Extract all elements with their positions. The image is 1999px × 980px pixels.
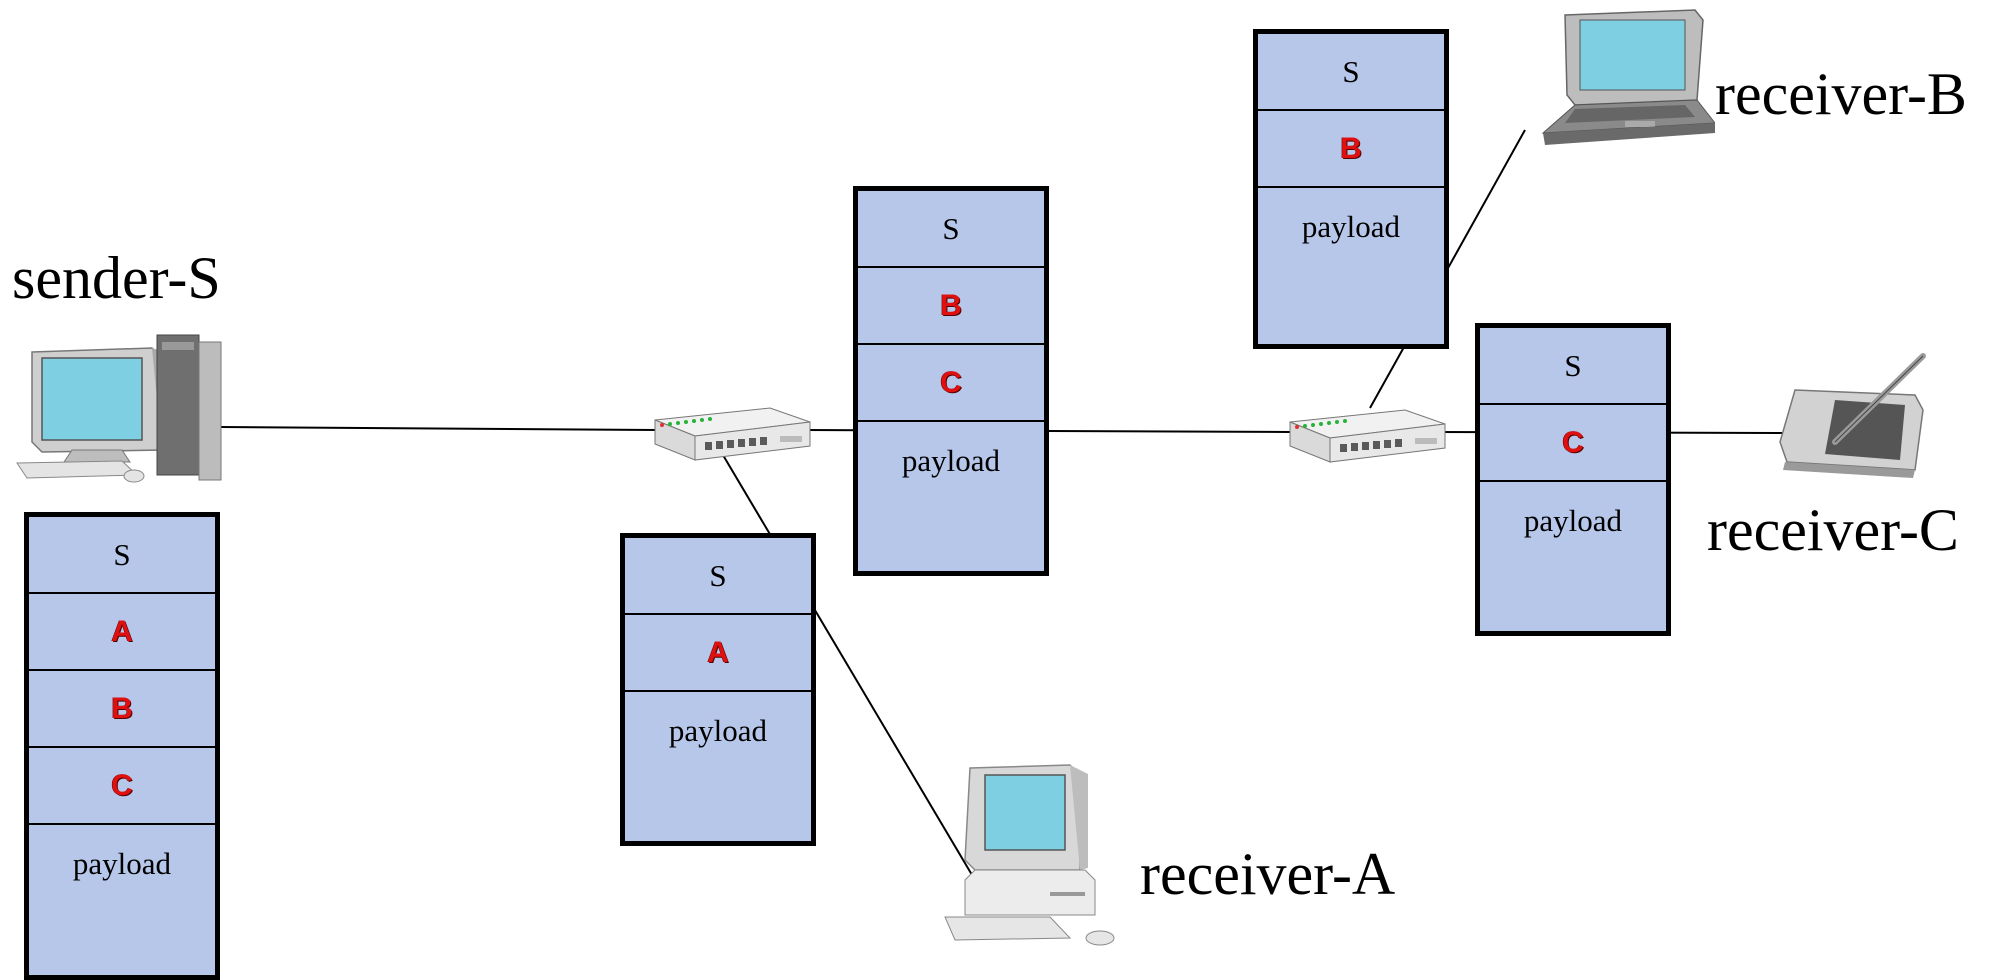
packet-to-receiver-b: S B payload — [1253, 29, 1449, 349]
packet-between-routers: S B C payload — [853, 186, 1049, 576]
router-icon — [1289, 409, 1446, 463]
payload-cell: payload — [901, 442, 1001, 478]
payload-cell: payload — [1301, 208, 1401, 244]
receiver-c-label: receiver-C — [1707, 497, 1959, 563]
packet-to-receiver-c: S C payload — [1475, 323, 1671, 636]
packet-to-receiver-a: S A payload — [620, 533, 816, 846]
payload-cell: payload — [668, 712, 768, 748]
router-icon — [654, 407, 811, 461]
source-address-cell: S — [29, 517, 215, 594]
desktop-computer-icon — [16, 334, 222, 483]
receiver-b-label: receiver-B — [1715, 61, 1967, 127]
destination-address-cell: B — [29, 671, 215, 748]
payload-cell: payload — [1523, 502, 1623, 538]
payload-cell: payload — [72, 845, 172, 881]
destination-address-cell: B — [858, 268, 1044, 345]
destination-address-cell: A — [29, 594, 215, 671]
desktop-computer-icon — [944, 764, 1115, 946]
source-address-cell: S — [858, 191, 1044, 268]
source-address-cell: S — [1258, 34, 1444, 111]
destination-address-cell: B — [1258, 111, 1444, 188]
source-address-cell: S — [1480, 328, 1666, 405]
link-router1-receiver-a — [719, 449, 976, 881]
destination-address-cell: A — [625, 615, 811, 692]
destination-address-cell: C — [29, 748, 215, 825]
link-sender-router1 — [219, 426, 661, 431]
sender-label: sender-S — [12, 245, 221, 311]
packet-at-sender: S A B C payload — [24, 512, 220, 980]
laptop-icon — [1541, 9, 1715, 145]
destination-address-cell: C — [1480, 405, 1666, 482]
tablet-icon — [1779, 353, 1926, 478]
source-address-cell: S — [625, 538, 811, 615]
destination-address-cell: C — [858, 345, 1044, 422]
receiver-a-label: receiver-A — [1140, 841, 1396, 907]
